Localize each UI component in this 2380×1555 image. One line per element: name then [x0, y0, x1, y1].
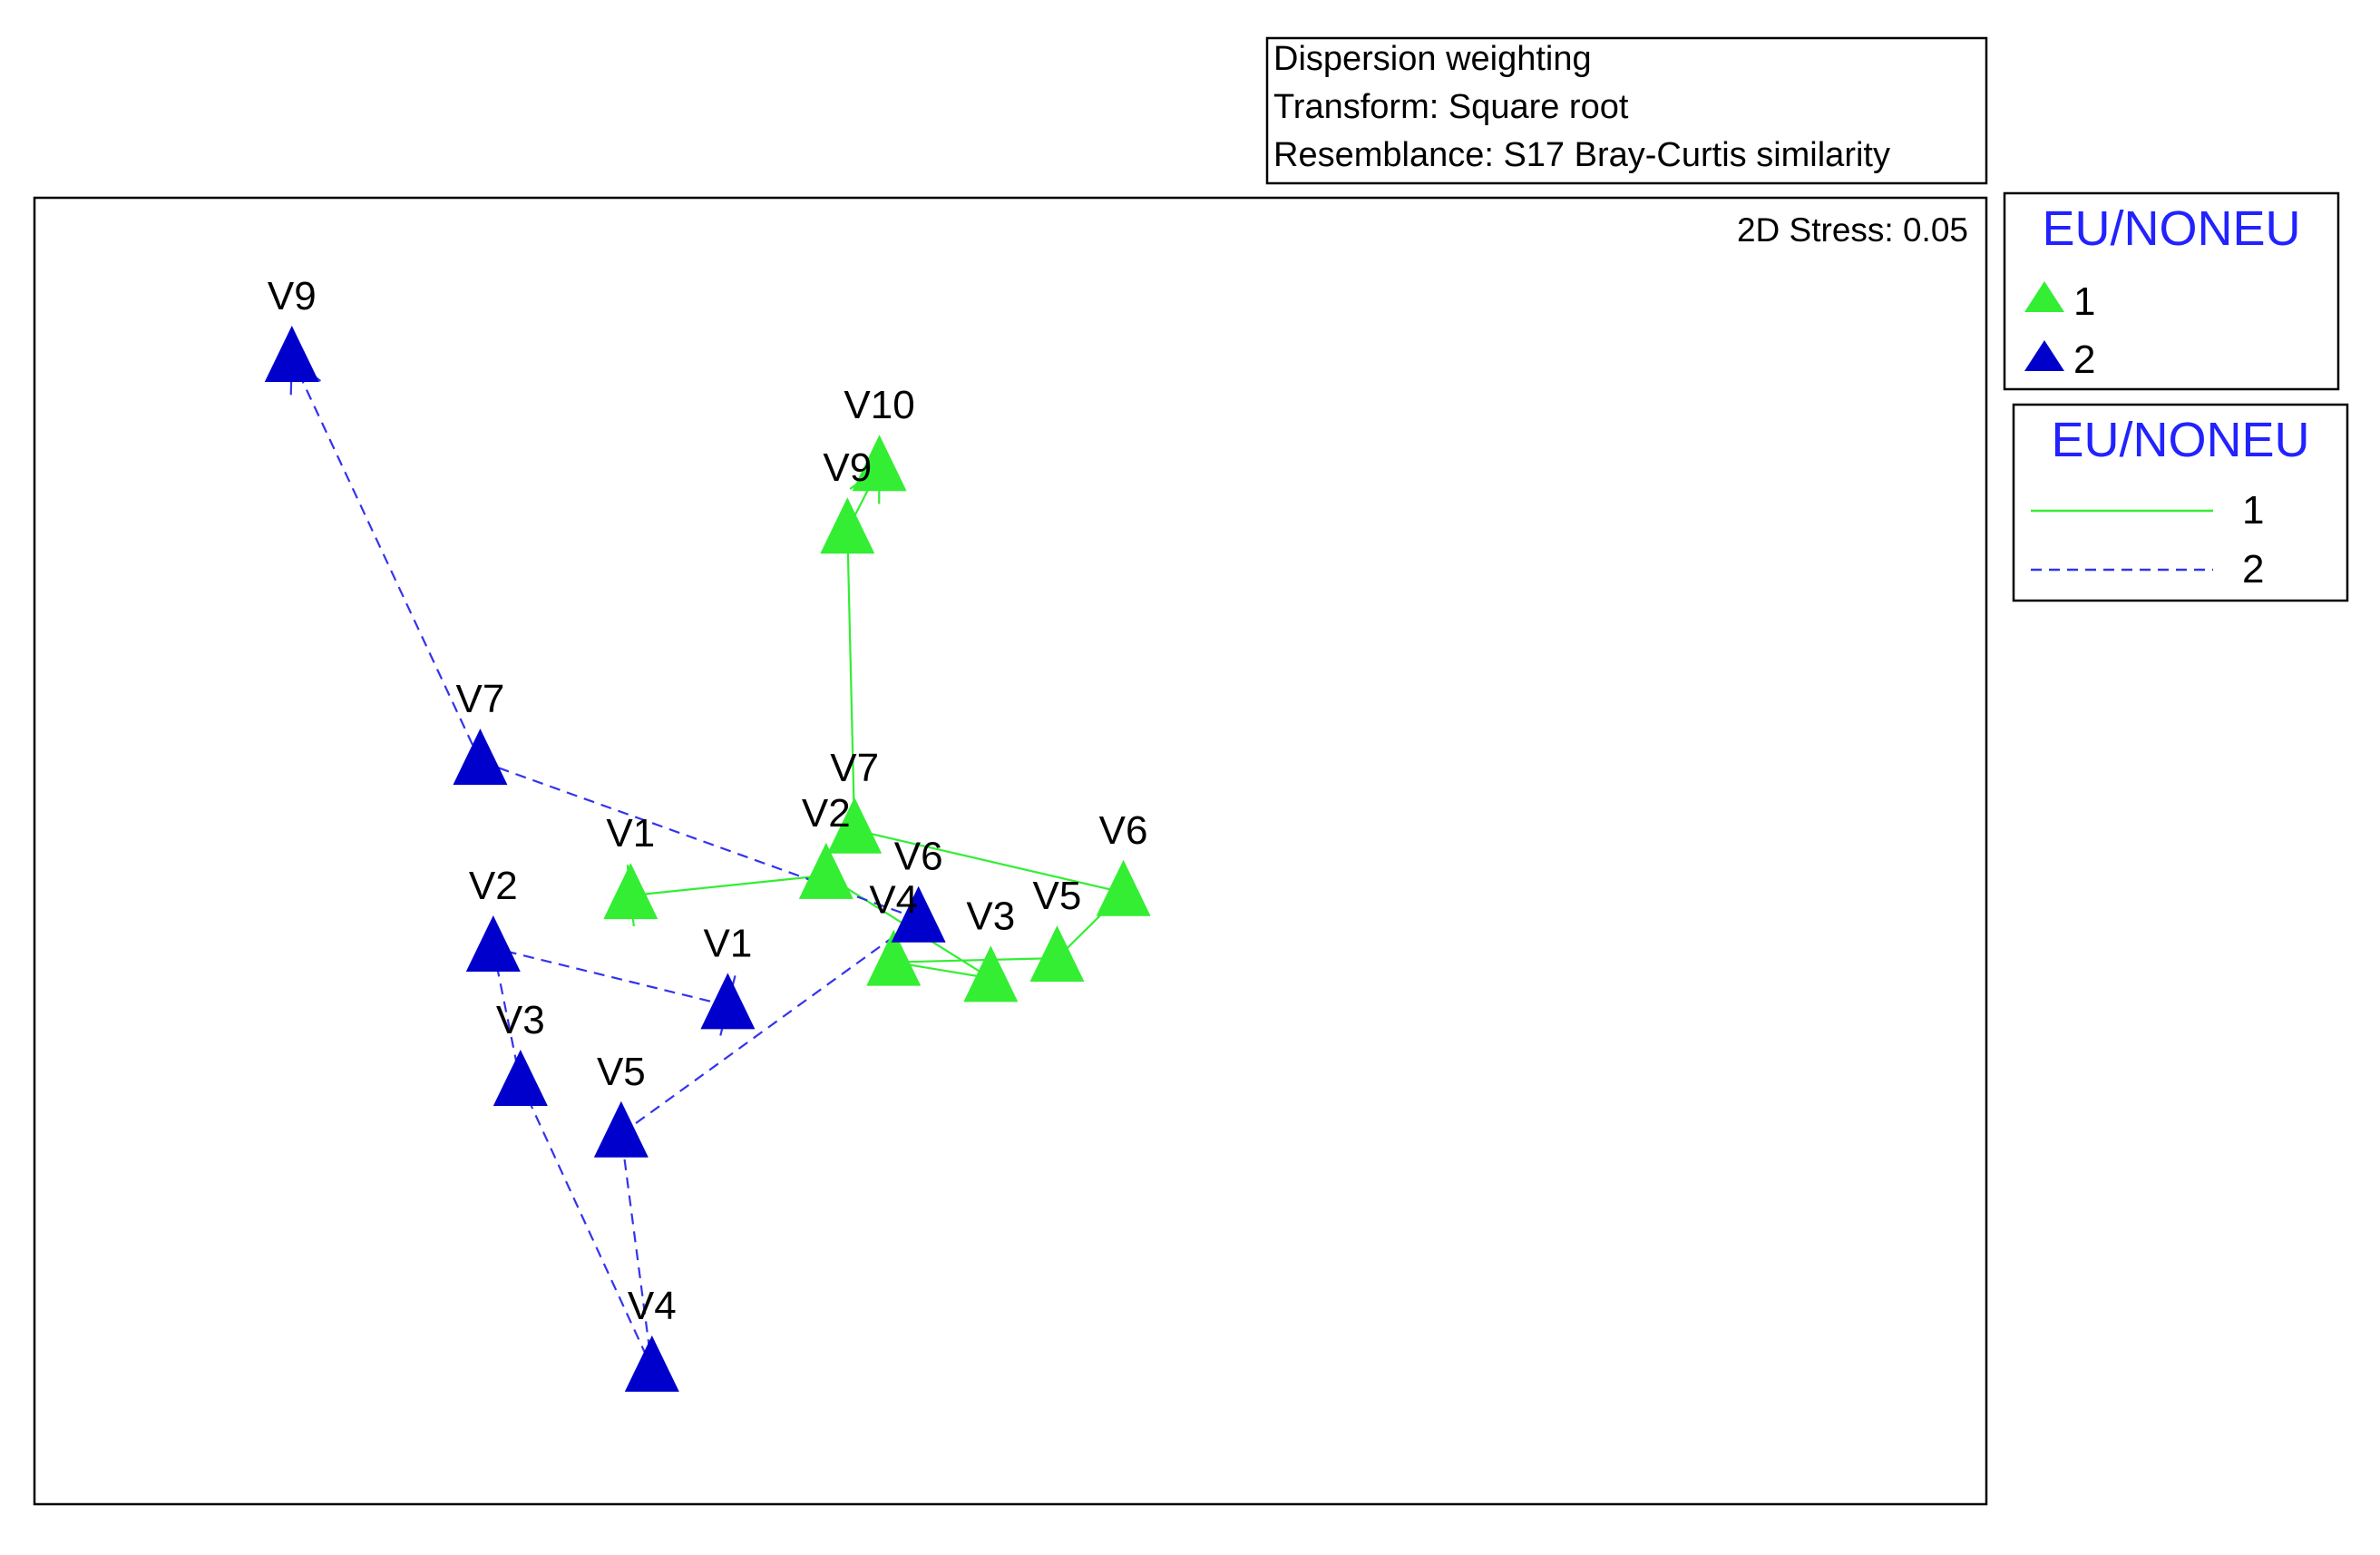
point-label-1-v4: V4	[869, 878, 918, 923]
point-label-1-v7: V7	[830, 746, 879, 790]
point-triangle-2-v5	[593, 1100, 649, 1158]
trajectory-segment-2-V3-V4	[519, 1081, 653, 1369]
info-line-1: Dispersion weighting	[1273, 40, 1592, 78]
point-label-1-v9: V9	[823, 445, 872, 490]
point-triangle-1-v9	[820, 497, 875, 554]
point-triangle-2-v9	[264, 326, 319, 382]
trajectory-segment-2-V5-V6	[620, 917, 920, 1135]
legend-triangle-2	[2024, 340, 2064, 371]
point-triangle-1-v2	[798, 842, 853, 899]
point-triangle-2-v3	[493, 1050, 548, 1107]
legend-marker-label-2: 2	[2073, 337, 2095, 382]
legend-lines: EU/NONEU 1 2	[2012, 403, 2349, 602]
point-triangle-1-v4	[866, 929, 922, 986]
legend-lines-title: EU/NONEU	[2051, 413, 2309, 467]
point-triangle-1-v5	[1029, 925, 1085, 983]
point-label-2-v1: V1	[703, 921, 752, 965]
trajectory-segment-1-V7-V9	[846, 530, 856, 830]
stress-label: 2D Stress: 0.05	[1737, 211, 1968, 249]
point-triangle-2-v2	[465, 914, 521, 972]
legend-marker-label-1: 1	[2073, 279, 2095, 324]
point-label-1-v1: V1	[606, 811, 655, 856]
info-box: Dispersion weighting Transform: Square r…	[1265, 36, 1988, 185]
point-triangle-2-v7	[453, 729, 508, 786]
point-label-2-v7: V7	[456, 677, 505, 721]
point-label-1-v10: V10	[844, 383, 914, 427]
point-label-2-v4: V4	[628, 1284, 677, 1328]
trajectory-segment-1-V4-V5	[893, 957, 1058, 963]
point-triangle-2-v1	[700, 973, 756, 1030]
trajectory-segment-1-V6-V7	[853, 828, 1124, 894]
plot-frame	[33, 196, 1988, 1506]
legend-markers-frame	[2003, 191, 2340, 391]
point-label-1-v6: V6	[1099, 808, 1148, 853]
point-triangle-1-v3	[963, 945, 1019, 1002]
point-label-2-v5: V5	[597, 1050, 646, 1094]
legend-line-label-2: 2	[2242, 547, 2264, 592]
info-line-3: Resemblance: S17 Bray-Curtis similarity	[1273, 136, 1890, 174]
point-label-2-v3: V3	[496, 998, 545, 1042]
point-triangle-1-v10	[852, 435, 907, 492]
trajectory-segment-2-V1-V2	[493, 946, 728, 1007]
point-label-2-v6: V6	[894, 835, 943, 879]
point-label-1-v3: V3	[966, 894, 1015, 938]
point-triangle-2-v6	[891, 885, 946, 943]
info-line-2: Transform: Square root	[1273, 88, 1629, 126]
info-box-frame	[1265, 36, 1988, 185]
legend-triangle-1	[2024, 281, 2064, 312]
legend-markers-title: EU/NONEU	[2042, 201, 2300, 256]
legend-lines-frame	[2012, 403, 2349, 602]
point-triangle-2-v4	[624, 1335, 679, 1392]
trajectory-segment-2-V7-V9	[290, 357, 482, 762]
legend-markers: EU/NONEU 1 2	[2003, 191, 2340, 391]
point-triangle-1-v7	[827, 797, 883, 854]
point-label-1-v5: V5	[1033, 874, 1082, 918]
legend-line-label-1: 1	[2242, 488, 2264, 533]
point-triangle-1-v6	[1096, 859, 1151, 916]
point-label-1-v2: V2	[802, 791, 851, 836]
point-label-2-v9: V9	[268, 274, 317, 318]
point-triangle-1-v1	[603, 863, 658, 920]
data-points	[264, 326, 1151, 1392]
point-label-2-v2: V2	[469, 864, 518, 908]
trajectory-segment-1-V1-V2	[630, 874, 826, 897]
trajectory-segment-2-V4-V5	[619, 1133, 653, 1369]
